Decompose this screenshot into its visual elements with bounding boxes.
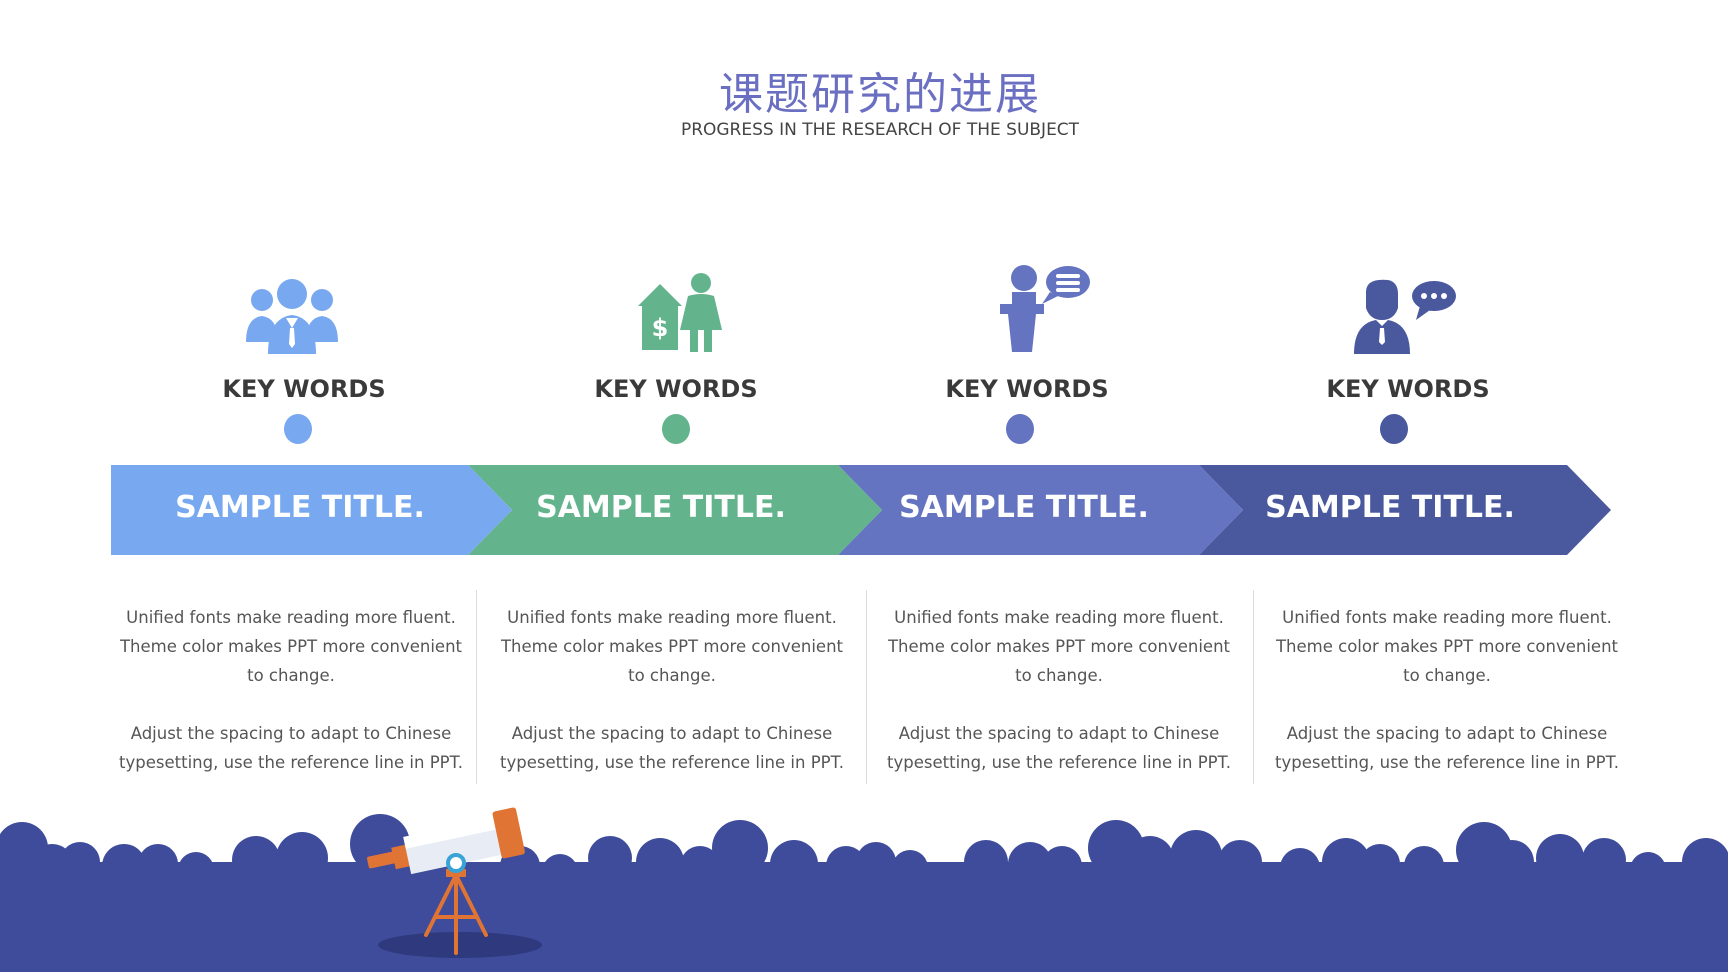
step-dot-2 [662, 414, 690, 444]
step-dot-4 [1380, 414, 1408, 444]
description-paragraph: Unified fonts make reading more fluent. … [500, 608, 844, 685]
segment-title-4: SAMPLE TITLE. [1265, 490, 1515, 525]
house-woman-icon: $ [638, 273, 722, 352]
segment-title-2: SAMPLE TITLE. [536, 490, 786, 525]
description-paragraph: Adjust the spacing to adapt to Chinese t… [887, 724, 1231, 772]
businessman-chat-icon [1354, 279, 1456, 354]
telescope-icon [367, 807, 542, 958]
keyword-label-3: KEY WORDS [945, 375, 1109, 403]
description-paragraph: Adjust the spacing to adapt to Chinese t… [500, 724, 844, 772]
keyword-label-4: KEY WORDS [1326, 375, 1490, 403]
step-dot-1 [284, 414, 312, 444]
step-description-4: Unified fonts make reading more fluent. … [1272, 603, 1622, 777]
step-description-3: Unified fonts make reading more fluent. … [884, 603, 1234, 777]
segment-title-3: SAMPLE TITLE. [899, 490, 1149, 525]
page-title: 课题研究的进展 [719, 69, 1041, 120]
speaker-podium-icon [1000, 265, 1090, 352]
column-divider [866, 590, 867, 784]
step-dot-3 [1006, 414, 1034, 444]
page-subtitle: PROGRESS IN THE RESEARCH OF THE SUBJECT [680, 120, 1080, 140]
description-paragraph: Unified fonts make reading more fluent. … [1275, 608, 1619, 685]
description-paragraph: Unified fonts make reading more fluent. … [119, 608, 463, 685]
keyword-label-1: KEY WORDS [222, 375, 386, 403]
description-paragraph: Adjust the spacing to adapt to Chinese t… [1275, 724, 1619, 772]
column-divider [1253, 590, 1254, 784]
description-paragraph: Adjust the spacing to adapt to Chinese t… [119, 724, 463, 772]
svg-text:$: $ [652, 314, 669, 342]
column-divider [476, 590, 477, 784]
description-paragraph: Unified fonts make reading more fluent. … [887, 608, 1231, 685]
keyword-label-2: KEY WORDS [594, 375, 758, 403]
step-description-2: Unified fonts make reading more fluent. … [497, 603, 847, 777]
segment-title-1: SAMPLE TITLE. [175, 490, 425, 525]
step-description-1: Unified fonts make reading more fluent. … [116, 603, 466, 777]
team-icon [246, 279, 338, 354]
